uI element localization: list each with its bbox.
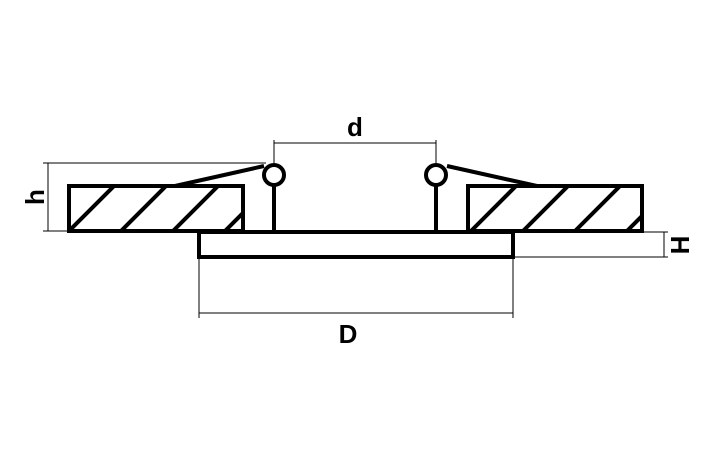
- right-frame-hatching: [468, 186, 642, 231]
- bottom-ring: [197, 230, 515, 259]
- left-clip-arm: [174, 164, 265, 188]
- right-frame-section: [466, 184, 644, 233]
- dimension-h: h: [20, 162, 266, 232]
- dimension-d: d: [273, 112, 437, 163]
- dimension-H-label: H: [665, 236, 695, 255]
- dimension-D-label: D: [339, 319, 358, 349]
- dimension-D: D: [198, 258, 514, 349]
- right-clip-arm: [446, 164, 538, 188]
- dimension-d-label: d: [347, 112, 363, 142]
- left-frame-section: [67, 184, 245, 233]
- dimension-h-label: h: [20, 189, 50, 205]
- right-clip-pivot: [424, 163, 448, 187]
- left-spring-clip: [174, 163, 286, 231]
- right-frame-outline: [466, 184, 644, 233]
- left-frame-outline: [67, 184, 245, 233]
- left-frame-hatching: [69, 186, 243, 231]
- dimension-H: H: [513, 231, 695, 258]
- right-spring-clip: [424, 163, 538, 231]
- left-clip-pivot: [262, 163, 286, 187]
